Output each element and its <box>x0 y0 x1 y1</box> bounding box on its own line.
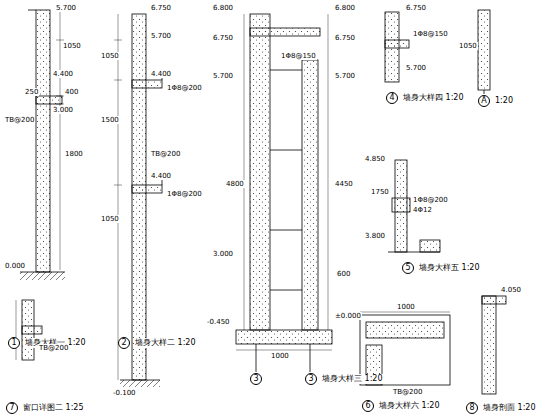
callout-number: 3 <box>251 374 261 384</box>
dimension-label: 3.800 <box>364 232 386 240</box>
dimension-label: 1Φ8@200 <box>412 196 449 204</box>
dimension-label: 6.800 <box>212 4 234 12</box>
callout-number: 2 <box>119 338 129 348</box>
dimension-label: 3.000 <box>52 106 74 114</box>
dimension-label: 5.700 <box>334 72 356 80</box>
dimension-label: 1000 <box>396 303 416 311</box>
dimension-label: ±0.000 <box>334 312 362 320</box>
dimension-label: 4.050 <box>500 286 522 294</box>
detail-callout: 6墙身大样六 1:20 <box>362 400 374 412</box>
dimension-label: -0.100 <box>112 389 137 397</box>
callout-number: 6 <box>363 401 373 411</box>
dimension-label: 1Φ8@200 <box>166 84 203 92</box>
dimension-label: 1Φ8@200 <box>166 190 203 198</box>
dimension-label: 5.700 <box>55 4 77 12</box>
detail-title: 墙身大样五 1:20 <box>418 263 481 273</box>
detail-title: 1:20 <box>494 96 514 106</box>
callout-number: 4 <box>387 93 397 103</box>
dimension-label: 4.850 <box>364 155 386 163</box>
callout-number: 3 <box>306 374 316 384</box>
dimension-label: 1Φ8@150 <box>412 30 449 38</box>
dimension-label: TB@200 <box>4 116 35 124</box>
dimension-label: -0.450 <box>206 318 231 326</box>
dimension-label: 600 <box>336 270 351 278</box>
dimension-label: 5.700 <box>150 32 172 40</box>
dimension-label: 1800 <box>64 150 84 158</box>
detail-callout: 1墙身大样一 1:20 <box>8 337 20 349</box>
dimension-label: 0.000 <box>4 262 26 270</box>
dimension-label: 5.700 <box>405 64 427 72</box>
callout-number: A <box>479 96 489 106</box>
detail-callout: 8墙身剖面 1:20 <box>466 402 478 414</box>
dimension-label: 6.800 <box>334 4 356 12</box>
callout-number: 5 <box>403 263 413 273</box>
dimension-label: 1500 <box>100 116 120 124</box>
dimension-label: 1Φ8@150 <box>280 52 317 60</box>
dimension-label: 6.750 <box>334 34 356 42</box>
detail-title: 墙身剖面 1:20 <box>482 403 537 413</box>
dimension-label: 6.750 <box>405 4 427 12</box>
detail-title: 墙身大样六 1:20 <box>378 401 441 411</box>
detail-callout: 4墙身大样四 1:20 <box>386 92 398 104</box>
detail-title: 墙身大样二 1:20 <box>134 338 197 348</box>
dimension-label: TB@200 <box>38 344 69 352</box>
dimension-label: 1050 <box>100 215 120 223</box>
detail-callout: 2墙身大样二 1:20 <box>118 337 130 349</box>
detail-callout: A1:20 <box>478 95 490 107</box>
dimension-label: 1050 <box>458 42 478 50</box>
detail-callout: 3墙身大样三 1:20 <box>305 373 317 385</box>
dimension-label: 1750 <box>370 188 390 196</box>
callout-number: 8 <box>467 403 477 413</box>
dimension-label: 1050 <box>62 42 82 50</box>
dimension-label: 400 <box>64 88 79 96</box>
dimension-label: 4800 <box>225 180 245 188</box>
detail-title: 墙身大样三 1:20 <box>321 374 384 384</box>
dimension-label: 4.400 <box>150 70 172 78</box>
detail-title: 墙身大样四 1:20 <box>402 93 465 103</box>
dimension-label: TB@200 <box>392 388 423 396</box>
detail-callout: 5墙身大样五 1:20 <box>402 262 414 274</box>
dimension-label: 4.400 <box>150 172 172 180</box>
dimension-label: 6.750 <box>150 4 172 12</box>
detail-callout: 3 <box>250 373 262 385</box>
detail-callout: 7窗口详图二 1:25 <box>6 402 18 414</box>
dimension-label: 3.000 <box>212 250 234 258</box>
callout-number: 7 <box>7 403 17 413</box>
dimension-label: 1000 <box>270 352 290 360</box>
detail-title: 窗口详图二 1:25 <box>22 403 85 413</box>
dimension-label: 250 <box>24 88 39 96</box>
dimension-label: 6.750 <box>212 34 234 42</box>
dimension-label: 5.700 <box>212 72 234 80</box>
dimension-label: 4Φ12 <box>412 206 433 214</box>
callout-number: 1 <box>9 338 19 348</box>
dimension-label: 1050 <box>100 52 120 60</box>
dimension-label: 4450 <box>334 180 354 188</box>
dimension-label: TB@200 <box>150 150 181 158</box>
dimension-label: 4.400 <box>52 70 74 78</box>
